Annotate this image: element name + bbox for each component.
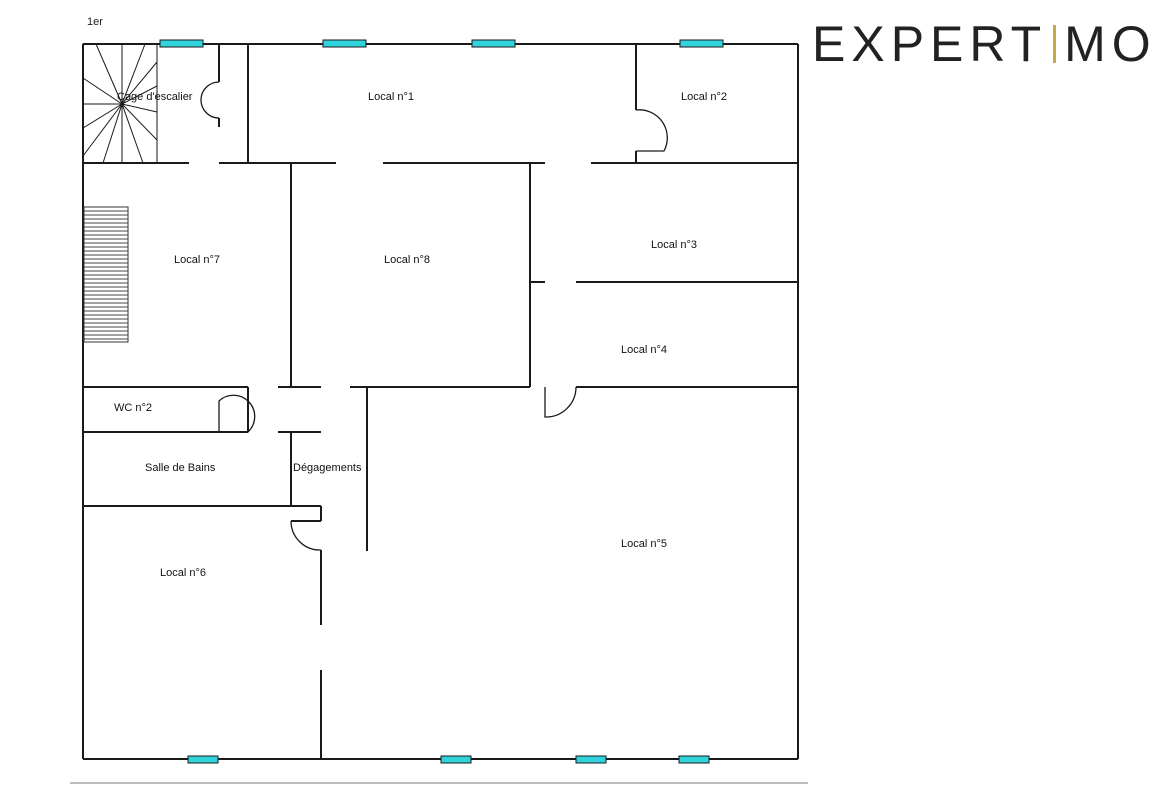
label-local-6: Local n°6 bbox=[160, 567, 206, 579]
room-labels: Cage d'escalier Local n°1 Local n°2 Loca… bbox=[114, 91, 727, 579]
label-local-2: Local n°2 bbox=[681, 91, 727, 103]
floor-plan: 1er bbox=[70, 16, 808, 784]
label-wc-2: WC n°2 bbox=[114, 402, 152, 414]
label-local-8: Local n°8 bbox=[384, 254, 430, 266]
label-local-5: Local n°5 bbox=[621, 538, 667, 550]
label-salle-de-bains: Salle de Bains bbox=[145, 462, 216, 474]
label-cage-escalier: Cage d'escalier bbox=[117, 91, 193, 103]
expertimo-logo: EXPERT MO bbox=[812, 14, 1157, 74]
windows bbox=[159, 39, 724, 764]
label-local-4: Local n°4 bbox=[621, 344, 667, 356]
label-local-7: Local n°7 bbox=[174, 254, 220, 266]
floor-label: 1er bbox=[87, 16, 103, 28]
interior-walls bbox=[83, 44, 798, 759]
doors bbox=[200, 81, 668, 551]
logo-text-right: MO bbox=[1064, 16, 1157, 72]
label-local-1: Local n°1 bbox=[368, 91, 414, 103]
label-local-3: Local n°3 bbox=[651, 239, 697, 251]
staircase bbox=[82, 43, 158, 164]
outer-walls bbox=[82, 43, 799, 760]
radiator bbox=[83, 206, 129, 343]
label-degagements: Dégagements bbox=[293, 462, 362, 474]
logo-text-left: EXPERT bbox=[812, 16, 1048, 72]
logo-accent-bar bbox=[1053, 25, 1057, 63]
